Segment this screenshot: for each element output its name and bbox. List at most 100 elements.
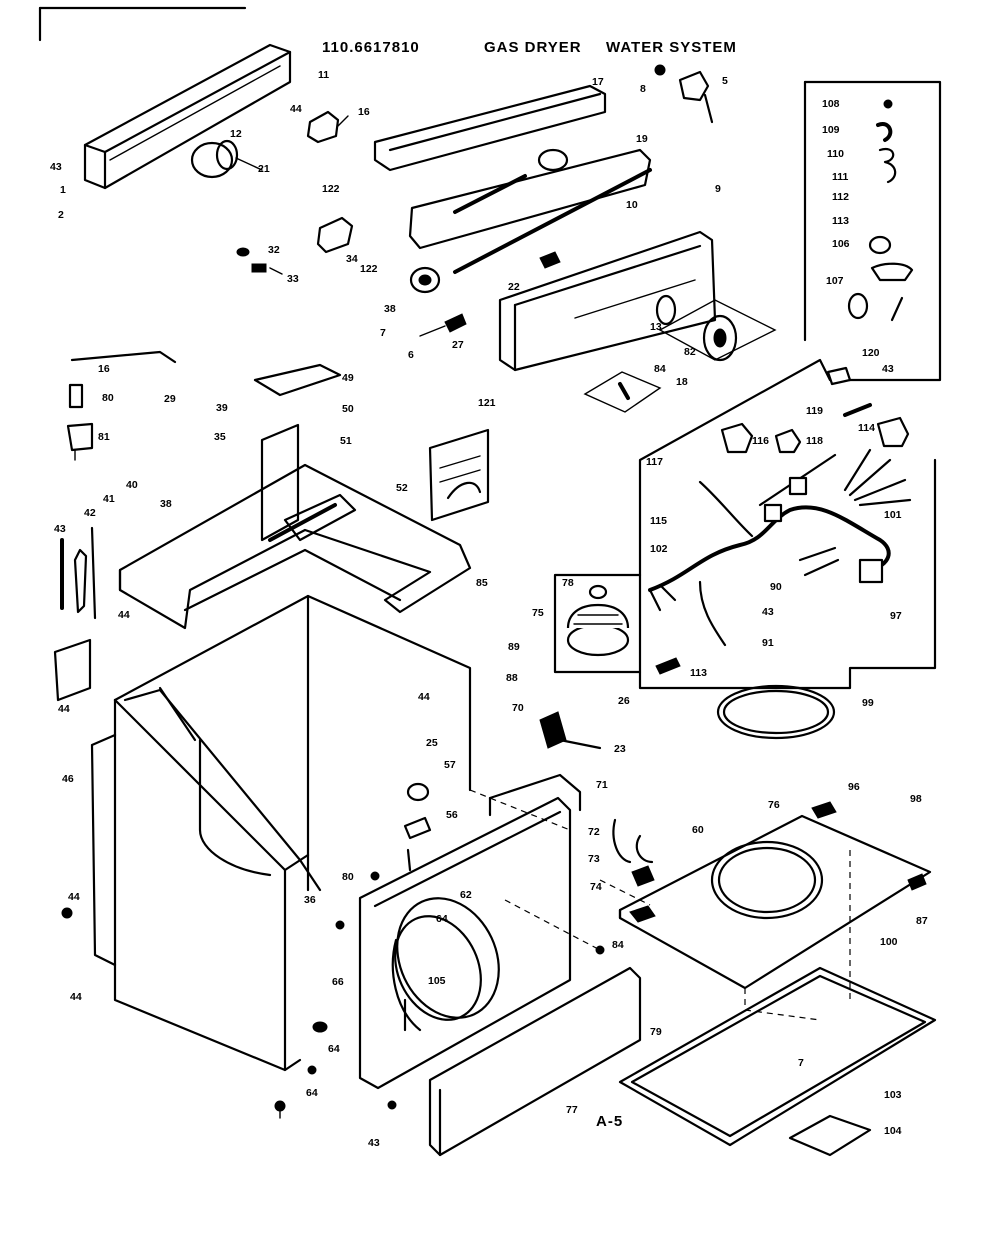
callout-11: 11: [318, 69, 329, 81]
callout-44b: 44: [118, 609, 130, 621]
callout-62: 62: [460, 889, 472, 901]
model-number: 110.6617810: [322, 39, 420, 56]
knob-38: [409, 266, 441, 294]
callout-64c: 64: [306, 1087, 318, 1099]
callout-35: 35: [214, 431, 226, 443]
callout-8: 8: [640, 83, 646, 95]
callout-25: 25: [426, 737, 438, 749]
callout-119: 119: [806, 405, 823, 417]
callout-89: 89: [508, 641, 520, 653]
callout-107: 107: [826, 275, 844, 287]
callout-22: 22: [508, 281, 520, 293]
callout-82: 82: [684, 346, 696, 358]
small-parts-32-33: [236, 247, 283, 275]
callout-9: 9: [715, 183, 721, 195]
callout-44f: 44: [70, 991, 82, 1003]
callout-101: 101: [884, 509, 902, 521]
callout-44c: 44: [58, 703, 70, 715]
callout-36: 36: [304, 894, 316, 906]
callout-76: 76: [768, 799, 780, 811]
callout-18: 18: [676, 376, 688, 388]
cabinet: [90, 594, 472, 1072]
burner-assembly-frame: [553, 80, 942, 690]
callout-26: 26: [618, 695, 630, 707]
callout-77: 77: [566, 1104, 578, 1116]
callout-44: 44: [290, 103, 302, 115]
callout-117: 117: [646, 456, 663, 468]
callout-72: 72: [588, 826, 600, 838]
callout-84b: 84: [612, 939, 624, 951]
callout-113b: 113: [690, 667, 707, 679]
callout-56: 56: [446, 809, 458, 821]
callout-111: 111: [832, 171, 849, 183]
switch-34: [316, 216, 354, 254]
callout-122b: 122: [360, 263, 378, 275]
page-corner-marks: [38, 6, 247, 42]
top-frame: [118, 363, 472, 630]
callout-100: 100: [880, 936, 898, 948]
small-parts-7-6: [419, 313, 467, 337]
callout-102: 102: [650, 543, 668, 555]
callout-115: 115: [650, 515, 667, 527]
callout-81: 81: [98, 431, 110, 443]
callout-108: 108: [822, 98, 840, 110]
callout-51: 51: [340, 435, 352, 447]
callout-42: 42: [84, 507, 96, 519]
callout-87: 87: [916, 915, 928, 927]
callout-75: 75: [532, 607, 544, 619]
switch-16: [306, 110, 349, 144]
callout-43c: 43: [762, 606, 774, 618]
panel-52: [428, 428, 490, 522]
callout-70: 70: [512, 702, 524, 714]
callout-33: 33: [287, 273, 299, 285]
callout-78: 78: [562, 577, 574, 589]
callout-50: 50: [342, 403, 354, 415]
diagram-subtitle: WATER SYSTEM: [606, 39, 737, 56]
toe-panel-77: [428, 966, 642, 1157]
callout-73: 73: [588, 853, 600, 865]
callout-104: 104: [884, 1125, 902, 1137]
callout-32: 32: [268, 244, 280, 256]
callout-1: 1: [60, 184, 66, 196]
callout-38b: 38: [160, 498, 172, 510]
callout-64b: 64: [328, 1043, 340, 1055]
callout-34: 34: [346, 253, 358, 265]
callout-103: 103: [884, 1089, 902, 1101]
callout-29: 29: [164, 393, 176, 405]
callout-80b: 80: [342, 871, 354, 883]
callout-44d: 44: [418, 691, 430, 703]
callout-12: 12: [230, 128, 242, 140]
callout-90: 90: [770, 581, 782, 593]
callout-88: 88: [506, 672, 518, 684]
ring-99: [716, 684, 836, 740]
callout-6: 6: [408, 349, 414, 361]
callout-105: 105: [428, 975, 446, 987]
igniter-parts: [66, 350, 177, 461]
callout-labels: 11 44 16 43 1 2 12 21 122 34 32 33 122 3…: [50, 69, 928, 1149]
door-seal-71: [488, 773, 582, 817]
callout-60: 60: [692, 824, 704, 836]
callout-21: 21: [258, 163, 270, 175]
callout-38: 38: [384, 303, 396, 315]
callout-109: 109: [822, 124, 840, 136]
callout-114: 114: [858, 422, 875, 434]
callout-17: 17: [592, 76, 604, 88]
callout-98: 98: [910, 793, 922, 805]
diagram-title: GAS DRYER: [484, 39, 582, 56]
timer-motor: [190, 139, 263, 179]
dashed-leaders: [469, 789, 851, 1021]
callout-7: 7: [380, 327, 386, 339]
callout-52: 52: [396, 482, 408, 494]
callout-79: 79: [650, 1026, 662, 1038]
callout-44e: 44: [68, 891, 80, 903]
callout-43b: 43: [882, 363, 894, 375]
callout-49: 49: [342, 372, 354, 384]
callout-39: 39: [216, 402, 228, 414]
burner-small-parts: [826, 99, 914, 417]
callout-64: 64: [436, 913, 448, 925]
callout-122: 122: [322, 183, 340, 195]
callout-121: 121: [478, 397, 496, 409]
callout-13: 13: [650, 321, 662, 333]
callout-112: 112: [832, 191, 849, 203]
